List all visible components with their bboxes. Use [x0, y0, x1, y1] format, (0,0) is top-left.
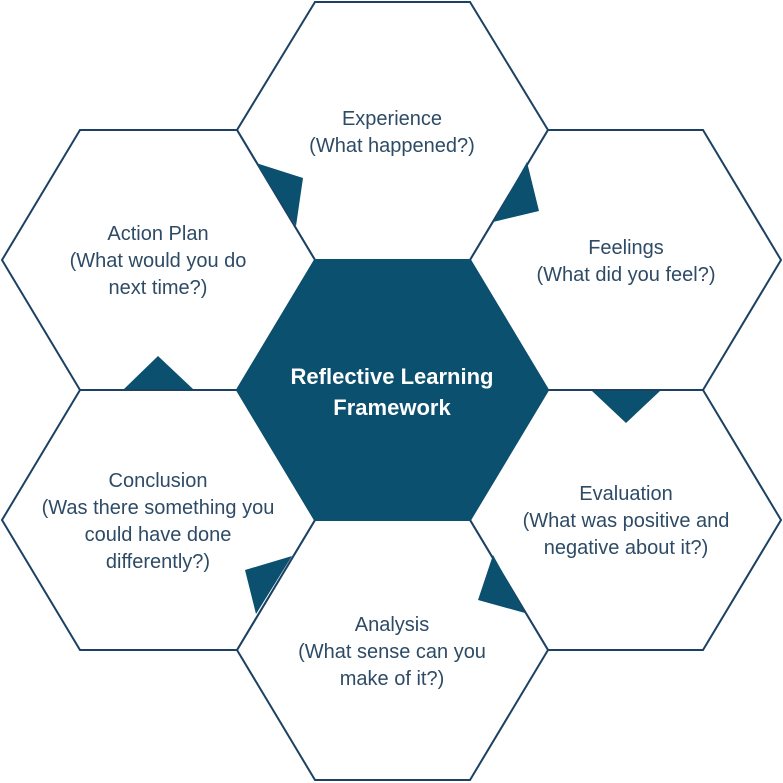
arrow-conclusion-to-action — [124, 356, 193, 389]
arrow-experience-to-feelings — [493, 162, 539, 222]
feelings-question: (What did you feel?) — [537, 264, 716, 286]
arrow-action-to-experience — [256, 163, 303, 226]
experience-question: (What happened?) — [309, 135, 475, 157]
conclusion-question-line2: could have done — [85, 524, 232, 546]
conclusion-question-line3: differently?) — [106, 551, 210, 573]
action-plan-question-line2: next time?) — [109, 277, 208, 299]
evaluation-title: Evaluation — [579, 483, 672, 505]
conclusion-title: Conclusion — [109, 470, 208, 492]
analysis-title: Analysis — [355, 614, 429, 636]
action-plan-title: Action Plan — [107, 223, 208, 245]
arrow-analysis-to-conclusion — [245, 556, 292, 614]
arrow-evaluation-to-analysis — [478, 555, 525, 613]
arrow-feelings-to-evaluation — [592, 391, 660, 423]
conclusion-question-line1: (Was there something you — [42, 497, 275, 519]
action-plan-question-line1: (What would you do — [70, 250, 247, 272]
center-title-line2: Framework — [333, 395, 451, 420]
evaluation-question-line1: (What was positive and — [523, 510, 730, 532]
center-title-line1: Reflective Learning — [291, 364, 494, 389]
experience-title: Experience — [342, 108, 442, 130]
analysis-question-line1: (What sense can you — [298, 641, 486, 663]
feelings-title: Feelings — [588, 237, 664, 259]
hex-center — [235, 259, 550, 521]
analysis-question-line2: make of it?) — [340, 668, 444, 690]
evaluation-question-line2: negative about it?) — [544, 537, 709, 559]
